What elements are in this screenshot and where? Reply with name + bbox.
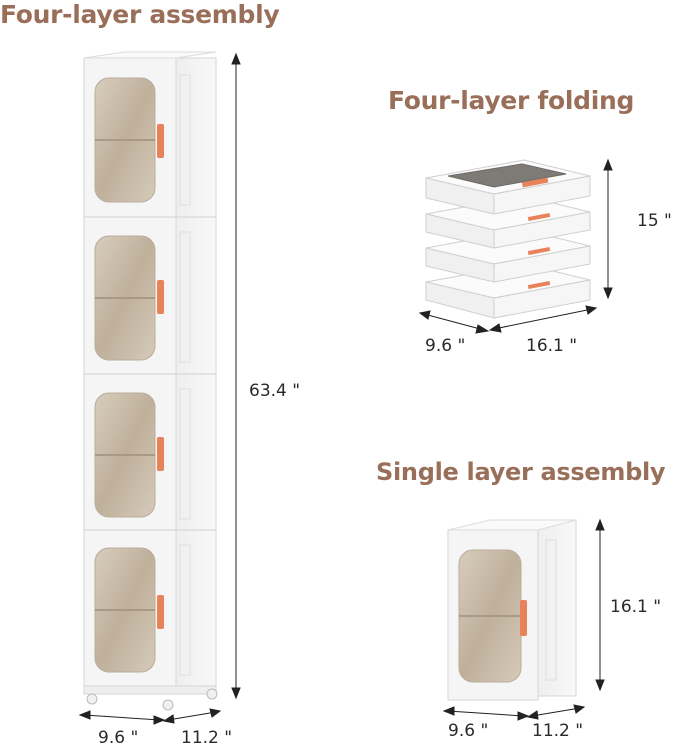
folded-height-label: 15 " [637,211,672,231]
folded-width-label: 16.1 " [526,336,578,356]
folded-dimension-lines [418,158,613,334]
single-dimension-lines [442,518,605,721]
four-layer-folding-heading: Four-layer folding [388,86,635,115]
four-layer-assembly-heading: Four-layer assembly [0,0,280,29]
single-height-label: 16.1 " [610,597,662,617]
single-layer-assembly-heading: Single layer assembly [376,458,666,486]
tall-depth-label: 9.6 " [98,728,139,748]
tall-dimension-lines [78,52,241,725]
folded-layer-4 [425,263,591,319]
folded-layer-2 [425,195,591,249]
layer-2 [84,231,216,375]
tall-height-label: 63.4 " [249,381,301,401]
layer-4 [94,544,191,676]
four-layer-cabinet [83,51,218,711]
folded-layer-1 [425,159,591,215]
layer-1 [84,74,216,218]
single-width-label: 11.2 " [532,721,584,741]
single-layer-cabinet [447,519,577,701]
single-depth-label: 9.6 " [448,721,489,741]
folded-stack [425,159,591,319]
layer-3 [84,388,216,531]
folded-layer-3 [425,229,591,283]
folded-depth-label: 9.6 " [425,336,466,356]
tall-width-label: 11.2 " [181,728,233,748]
